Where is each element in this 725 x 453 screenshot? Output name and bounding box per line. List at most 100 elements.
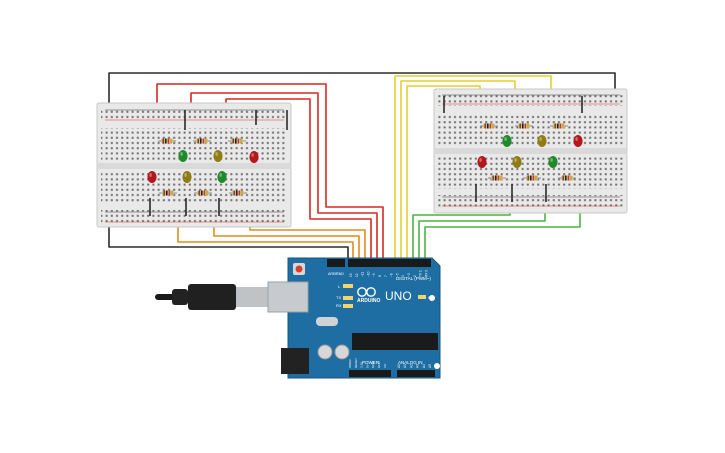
digital-pin-label: 8 <box>378 275 382 277</box>
aref-header <box>327 259 345 267</box>
led-tx <box>343 296 353 300</box>
digital-pin-label: TX 1 <box>419 270 423 277</box>
power-rail-top <box>101 108 287 121</box>
usb-cable <box>155 284 270 310</box>
resistor <box>229 190 247 196</box>
power-rail-bottom <box>101 210 287 223</box>
terminal-strip-top <box>101 128 287 160</box>
led-l <box>343 284 353 288</box>
crystal <box>316 317 338 326</box>
usb-plug <box>188 284 236 310</box>
led-green <box>178 150 188 162</box>
digital-header <box>348 259 431 267</box>
terminal-strip-top <box>438 113 623 145</box>
digital-label: DIGITAL (PWM~) <box>396 276 431 281</box>
led-red <box>477 156 487 168</box>
power-jack <box>281 348 309 374</box>
led-green <box>548 156 558 168</box>
resistor <box>558 175 576 181</box>
led-olive <box>213 150 223 162</box>
led-green <box>217 171 227 183</box>
digital-pin-label: RX 0 <box>424 270 428 277</box>
usb-metal-shell <box>236 287 270 307</box>
center-channel <box>434 148 627 154</box>
resistor <box>480 123 498 129</box>
capacitor <box>334 344 350 360</box>
center-channel <box>97 163 291 169</box>
resistor <box>550 123 568 129</box>
resistor <box>193 138 211 144</box>
power-rail-top <box>438 93 623 106</box>
board-model: UNO <box>385 289 412 303</box>
resistor <box>523 175 541 181</box>
board-brand: ARDUINO <box>357 298 380 304</box>
left-breadboard <box>96 102 292 228</box>
analog-pin-label: A2 <box>409 364 413 368</box>
digital-pin-label: ~11 <box>361 272 365 277</box>
power-label: POWER <box>362 360 380 365</box>
digital-pin-label: 4 <box>401 275 405 277</box>
power-pin-label: 5V <box>365 364 369 368</box>
cable-strain-relief <box>172 289 188 305</box>
analog-label: ANALOG IN <box>398 360 423 365</box>
analog-header <box>397 370 435 377</box>
power-pin-label: Vin <box>383 363 387 368</box>
gnd-label: GND <box>336 272 344 276</box>
digital-pin-label: 7 <box>384 275 388 277</box>
wire-red-1 <box>156 83 384 262</box>
led-red <box>573 135 583 147</box>
mounting-hole <box>429 295 435 301</box>
rx-label: RX <box>336 303 342 308</box>
mounting-hole <box>434 363 440 369</box>
led-red <box>249 151 259 163</box>
led-on <box>418 295 426 299</box>
resistor <box>488 175 506 181</box>
resistor <box>194 190 212 196</box>
analog-pin-label: A3 <box>416 364 420 368</box>
resistor <box>228 138 246 144</box>
power-pin-label: RESET <box>354 358 358 368</box>
digital-pin-label: ~3 <box>407 273 411 277</box>
led-olive <box>537 135 547 147</box>
usb-b-port <box>267 281 309 313</box>
digital-pin-label: ~10 <box>366 271 370 277</box>
power-header <box>349 370 391 377</box>
resistor <box>515 123 533 129</box>
wire-red-2 <box>190 92 378 262</box>
led-olive <box>182 171 192 183</box>
arduino-logo <box>357 287 376 297</box>
terminal-strip-bottom <box>101 172 287 204</box>
power-pin-label: IOREF <box>348 359 352 368</box>
analog-pin-label: A0 <box>397 364 401 368</box>
led-olive <box>512 156 522 168</box>
power-pin-label: GND <box>371 361 375 369</box>
digital-pin-label: 13 <box>349 273 353 277</box>
led-green <box>502 135 512 147</box>
capacitor <box>317 344 333 360</box>
wire-gnd-board <box>108 225 349 262</box>
power-pin-label: GND <box>377 361 381 369</box>
digital-pin-label: ~6 <box>390 273 394 277</box>
tx-label: TX <box>336 295 341 300</box>
analog-pin-label: A5 <box>428 364 432 368</box>
arduino-uno: UNO ARDUINO DIGITAL (PWM~) POWER ANALOG … <box>267 257 441 379</box>
l-label: L <box>338 284 341 289</box>
resistor <box>159 190 177 196</box>
analog-pin-label: A4 <box>422 364 426 368</box>
digital-pin-label: ~9 <box>372 273 376 277</box>
power-pin-label: 3.3V <box>360 362 364 368</box>
led-rx <box>343 304 353 308</box>
digital-pin-label: 12 <box>355 273 359 277</box>
digital-pin-label: 2 <box>413 275 417 277</box>
power-rail-bottom <box>438 195 623 208</box>
digital-pin-label: ~5 <box>395 273 399 277</box>
terminal-strip-bottom <box>438 157 623 189</box>
on-label: ON <box>428 295 434 300</box>
aref-label: AREF <box>328 272 338 276</box>
led-red <box>147 171 157 183</box>
right-breadboard <box>433 88 628 214</box>
components-layer <box>147 96 583 216</box>
atmega-chip <box>352 333 438 350</box>
